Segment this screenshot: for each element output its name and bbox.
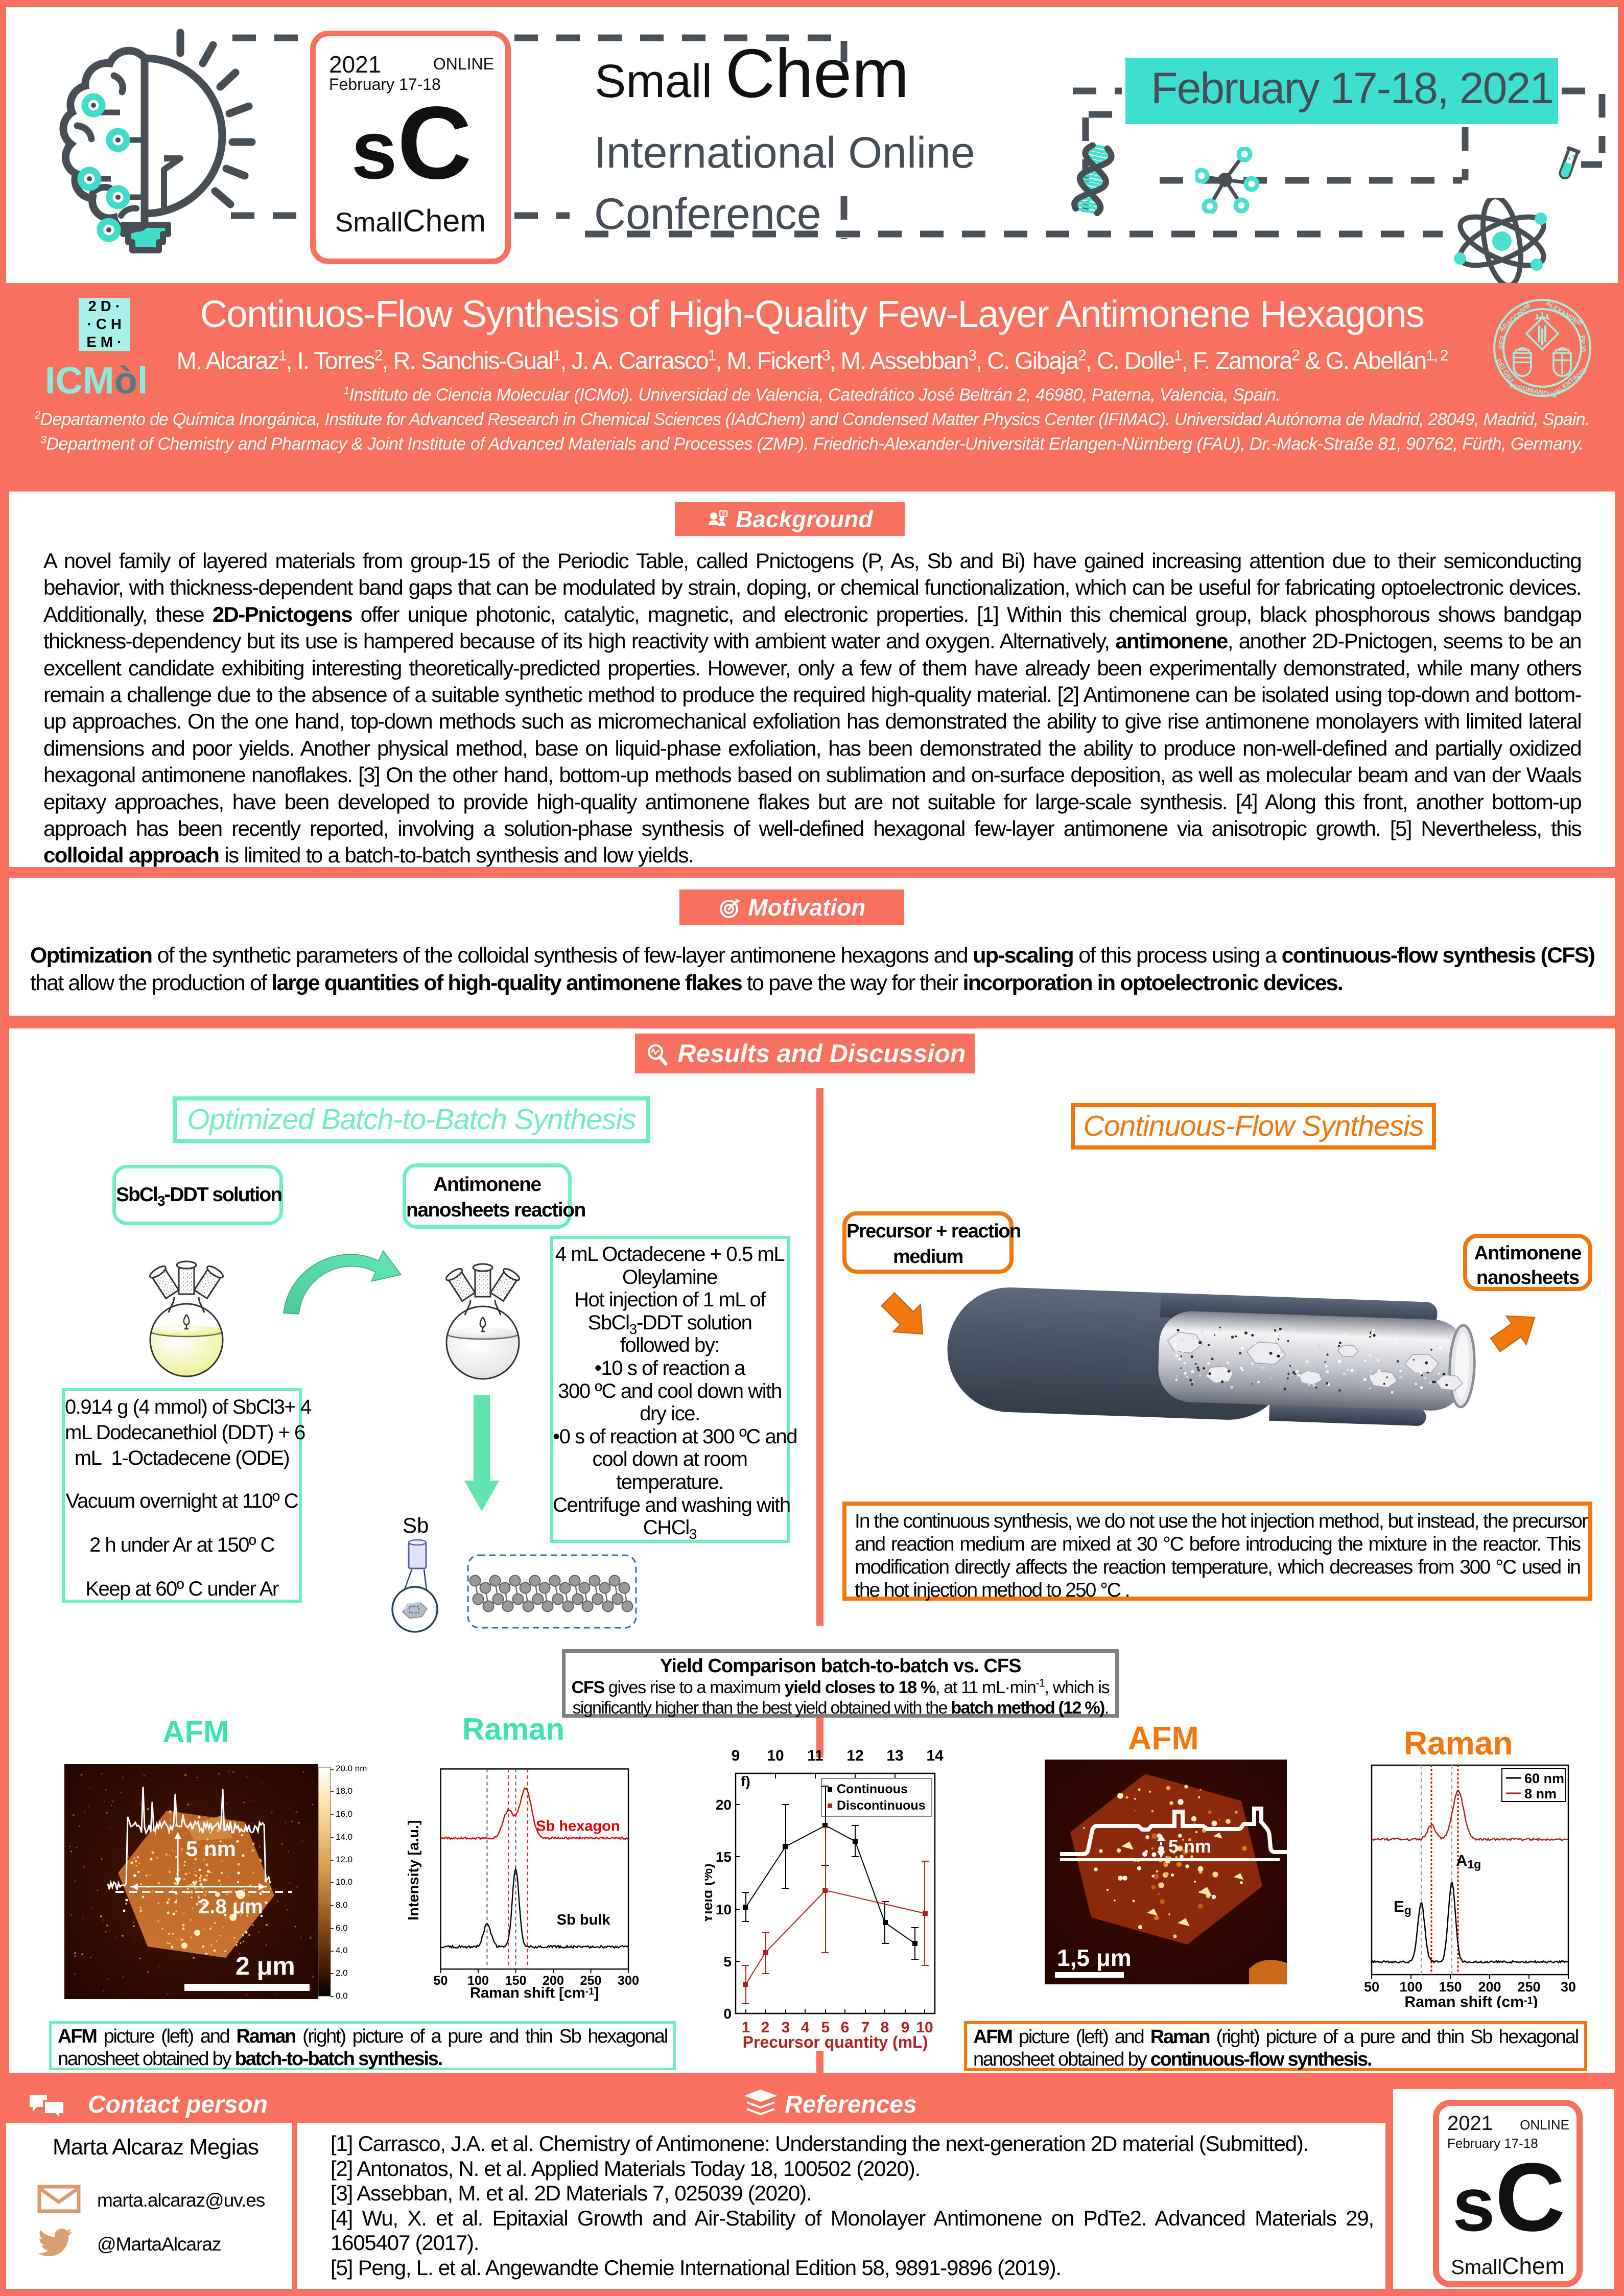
svg-text:200: 200 (543, 1974, 564, 1988)
svg-text:PP VI: PP VI (1579, 335, 1588, 352)
svg-text:200: 200 (1478, 1979, 1501, 1995)
svg-text:50: 50 (1364, 1979, 1379, 1995)
svg-text:f): f) (741, 1773, 750, 1789)
svg-text:50: 50 (434, 1974, 448, 1988)
svg-text:60 nm: 60 nm (1524, 1771, 1564, 1786)
svg-text:1: 1 (742, 2019, 750, 2036)
svg-text:3: 3 (782, 2019, 790, 2036)
svg-text:30: 30 (1561, 1979, 1576, 1995)
svg-text:Raman shift [cm-1]: Raman shift [cm-1] (470, 1985, 599, 2001)
svg-text:250: 250 (1517, 1979, 1540, 1995)
svg-text:100: 100 (1399, 1979, 1422, 1995)
svg-text:Raman shift (cm-1): Raman shift (cm-1) (1404, 1994, 1538, 2008)
svg-text:1,5 μm: 1,5 μm (1057, 1944, 1132, 1971)
svg-text:0.0: 0.0 (336, 1991, 348, 1999)
svg-text:5: 5 (723, 1954, 732, 1970)
svg-text:8 nm: 8 nm (1524, 1786, 1557, 1801)
svg-text:Continuous: Continuous (837, 1782, 908, 1796)
svg-text:13: 13 (886, 1747, 903, 1764)
svg-text:Yield (%): Yield (%) (705, 1863, 715, 1923)
svg-text:6.0: 6.0 (336, 1923, 348, 1933)
svg-text:14: 14 (926, 1747, 944, 1764)
svg-text:18.0: 18.0 (336, 1786, 352, 1796)
svg-text:Sb hexagon: Sb hexagon (536, 1818, 620, 1834)
svg-text:8.0: 8.0 (336, 1900, 348, 1910)
svg-text:ARAGONVM: ARAGONVM (1497, 301, 1532, 334)
svg-text:20.0 nm: 20.0 nm (336, 1764, 367, 1773)
svg-text:5 nm: 5 nm (1168, 1836, 1211, 1857)
svg-text:8: 8 (881, 2019, 889, 2036)
svg-text:Precursor quantity (mL): Precursor quantity (mL) (743, 2033, 928, 2051)
svg-text:20: 20 (716, 1797, 732, 1813)
svg-text:15: 15 (716, 1849, 732, 1865)
svg-text:7: 7 (861, 2019, 870, 2036)
svg-text:150: 150 (1439, 1979, 1462, 1995)
svg-text:14.0: 14.0 (336, 1832, 352, 1842)
svg-text:ALEXANDER: ALEXANDER (1544, 299, 1584, 327)
svg-text:0: 0 (723, 2006, 732, 2022)
svg-text:10: 10 (916, 2019, 933, 2036)
svg-text:Discontinuous: Discontinuous (837, 1798, 926, 1813)
svg-text:4.0: 4.0 (336, 1946, 348, 1955)
svg-text:10: 10 (716, 1902, 732, 1917)
svg-text:10.0: 10.0 (336, 1877, 352, 1887)
svg-text:2.0: 2.0 (336, 1968, 348, 1978)
svg-text:5 nm: 5 nm (186, 1837, 236, 1861)
svg-text:2: 2 (761, 2019, 770, 2036)
svg-text:12: 12 (846, 1747, 863, 1764)
svg-text:2 μm: 2 μm (236, 1952, 295, 1980)
svg-text:11: 11 (807, 1747, 823, 1764)
svg-text:4: 4 (801, 2019, 810, 2036)
svg-text:150: 150 (505, 1974, 527, 1988)
svg-text:250: 250 (580, 1974, 602, 1988)
svg-text:10: 10 (767, 1747, 784, 1764)
svg-text:300: 300 (618, 1974, 639, 1988)
svg-text:16.0: 16.0 (336, 1809, 352, 1819)
svg-text:5: 5 (821, 2019, 830, 2036)
svg-text:6: 6 (841, 2019, 850, 2036)
svg-text:REX: REX (1497, 335, 1507, 349)
svg-text:9: 9 (732, 1747, 740, 1764)
svg-text:100: 100 (467, 1974, 489, 1988)
svg-text:9: 9 (901, 2019, 910, 2036)
svg-text:2.8 μm: 2.8 μm (198, 1895, 263, 1918)
svg-text:12.0: 12.0 (336, 1855, 352, 1864)
svg-text:Sb bulk: Sb bulk (557, 1912, 611, 1928)
svg-text:S: S (722, 511, 725, 517)
svg-text:Intensity [a.u.]: Intensity [a.u.] (406, 1820, 422, 1920)
